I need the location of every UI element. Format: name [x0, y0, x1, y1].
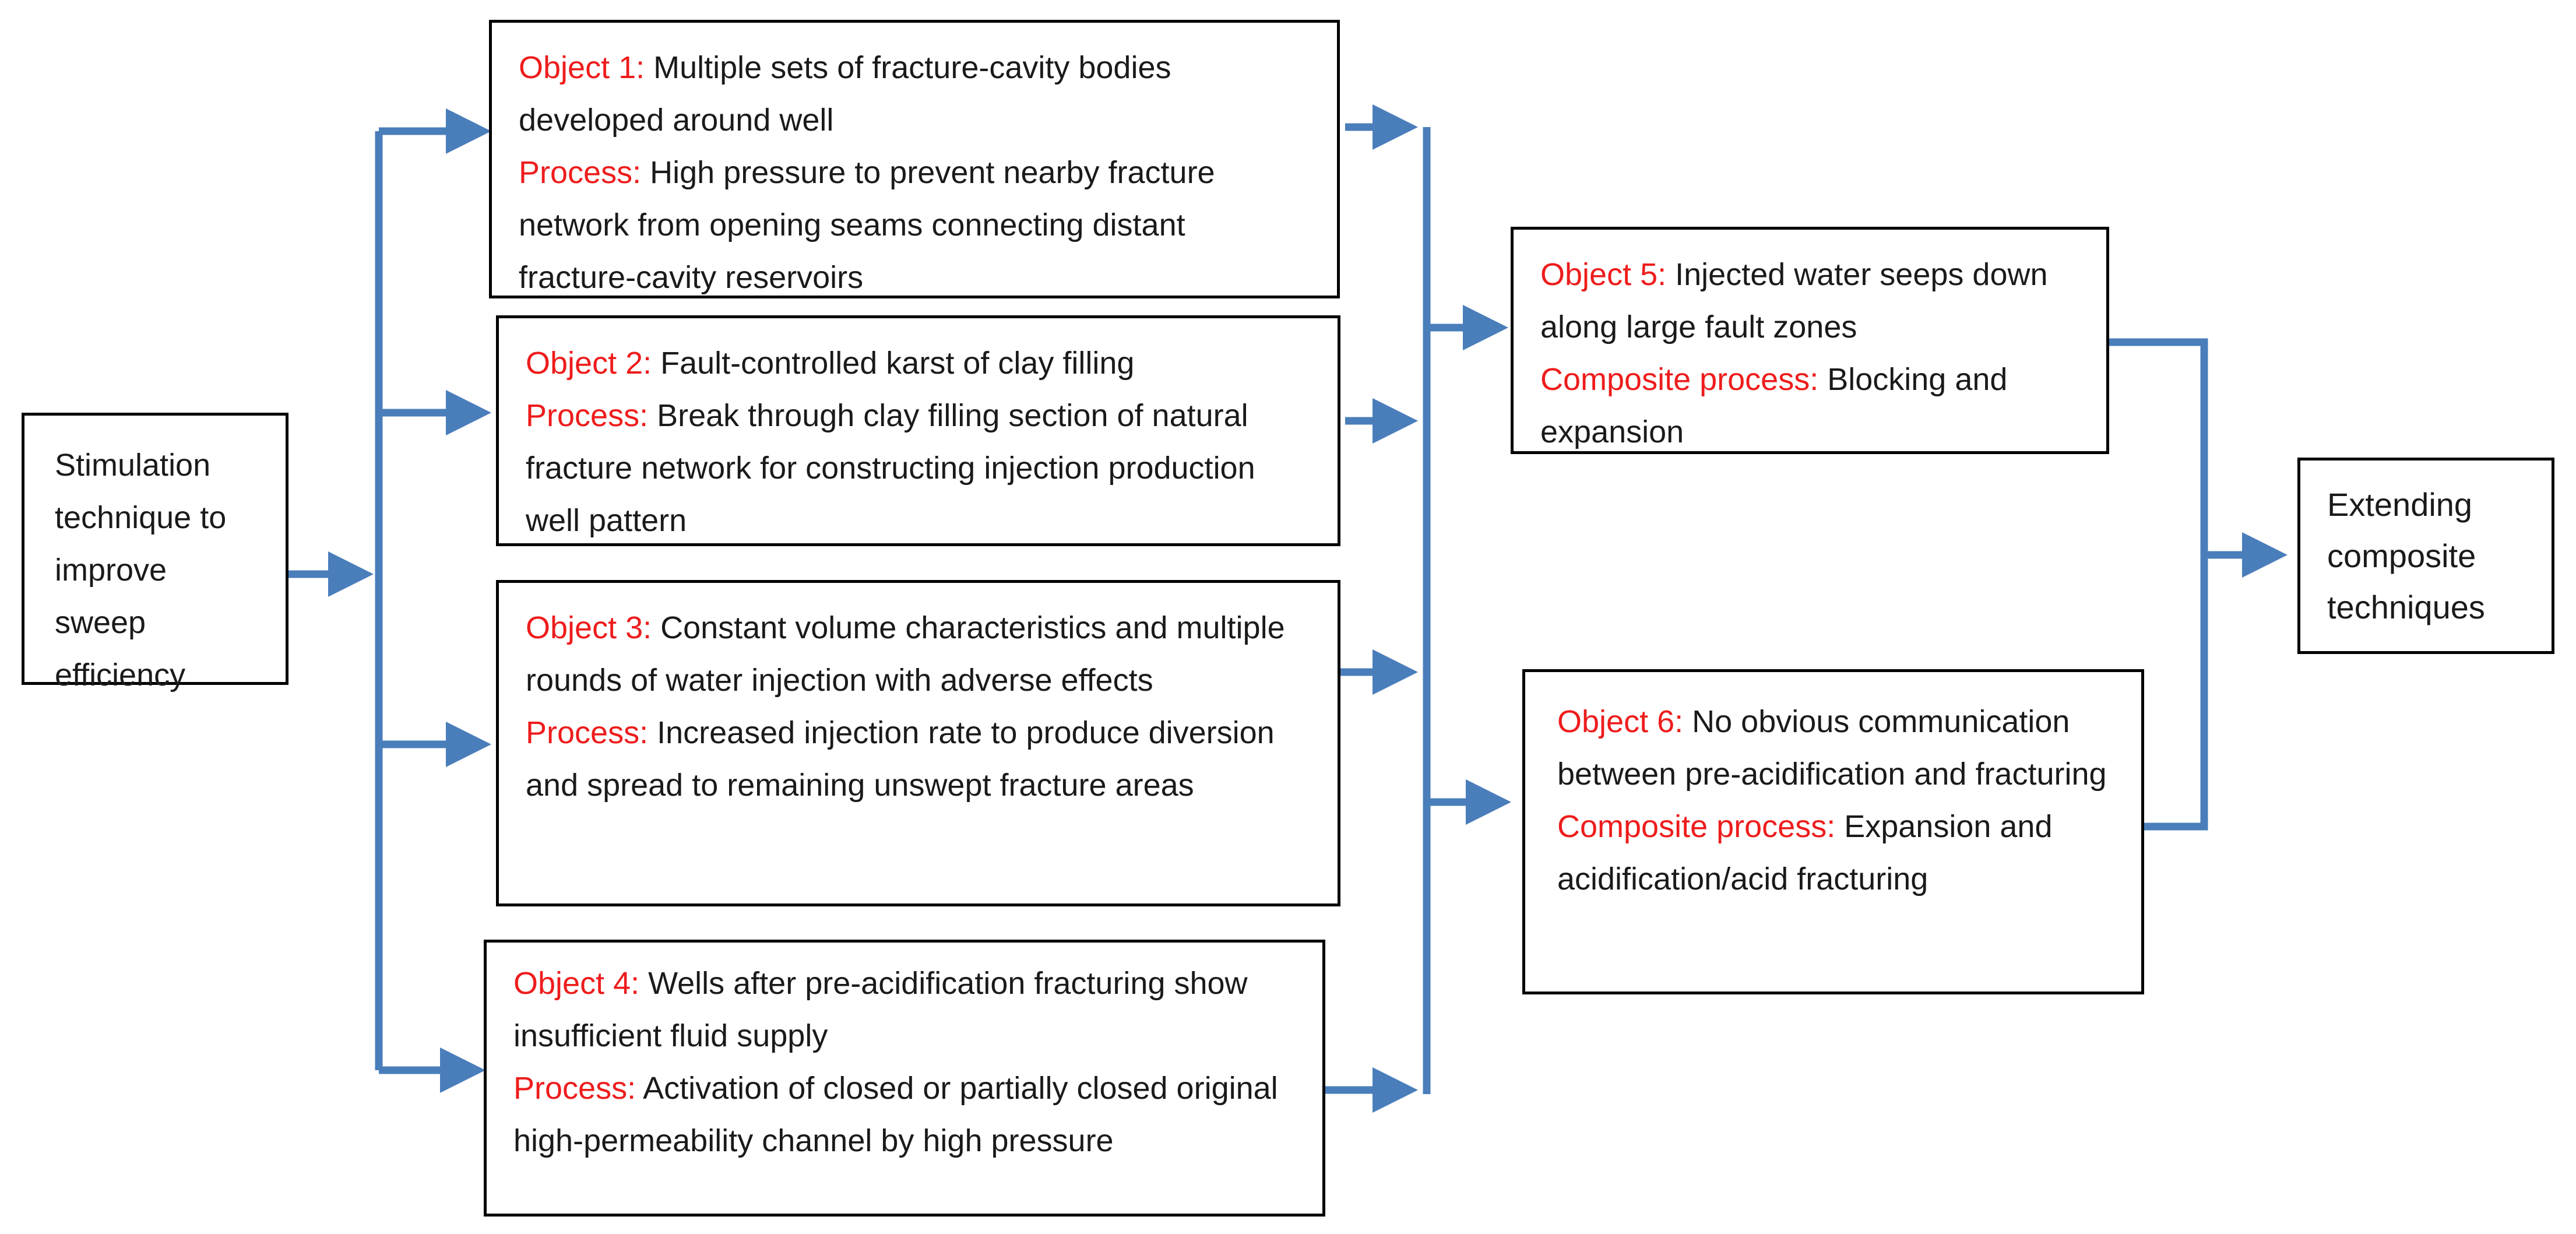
object-3-description: Object 3: Constant volume characteristic… — [526, 602, 1311, 706]
object-6-description: Object 6: No obvious communication betwe… — [1557, 695, 2109, 800]
end-box: Extending composite techniques — [2297, 458, 2554, 654]
object-2-text: Fault-controlled karst of clay filling — [660, 346, 1135, 381]
object-5-label: Object 5: — [1540, 257, 1667, 292]
object-5-description: Object 5: Injected water seeps down alon… — [1540, 248, 2079, 353]
object-1-text: Multiple sets of fracture-cavity bodies … — [519, 50, 1171, 138]
object-2-process: Process: Break through clay filling sect… — [526, 389, 1311, 547]
object-2-box: Object 2: Fault-controlled karst of clay… — [496, 315, 1340, 546]
object-3-label: Object 3: — [526, 610, 652, 645]
start-box: Stimulation technique to improve sweep e… — [22, 413, 288, 692]
object-5-text: Injected water seeps down along large fa… — [1540, 257, 2048, 344]
object-4-process-text: Activation of closed or partially closed… — [513, 1071, 1278, 1158]
object-4-description: Object 4: Wells after pre-acidification … — [513, 957, 1296, 1062]
object-4-process: Process: Activation of closed or partial… — [513, 1062, 1296, 1167]
object-1-process: Process: High pressure to prevent nearby… — [519, 146, 1310, 304]
object-3-box: Object 3: Constant volume characteristic… — [496, 580, 1340, 906]
object-3-process-text: Increased injection rate to produce dive… — [526, 715, 1275, 803]
object-2-process-text: Break through clay filling section of na… — [526, 398, 1255, 538]
object-5-process: Composite process: Blocking and expansio… — [1540, 353, 2079, 458]
object-2-label: Object 2: — [526, 346, 652, 381]
object-6-process: Composite process: Expansion and acidifi… — [1557, 800, 2109, 905]
object-3-process: Process: Increased injection rate to pro… — [526, 706, 1311, 811]
object-1-label: Object 1: — [519, 50, 645, 85]
object-5-process-text: Blocking and expansion — [1540, 362, 2008, 449]
object-6-label: Object 6: — [1557, 704, 1684, 739]
object-3-process-label: Process: — [526, 715, 649, 750]
start-box-text: Stimulation technique to improve sweep e… — [55, 448, 227, 692]
connector-object-6-to-final — [2144, 555, 2208, 831]
object-6-process-label: Composite process: — [1557, 809, 1836, 844]
object-2-description: Object 2: Fault-controlled karst of clay… — [526, 337, 1311, 389]
object-6-process-text: Expansion and acidification/acid fractur… — [1557, 809, 2053, 897]
object-6-text: No obvious communication between pre-aci… — [1557, 704, 2107, 792]
object-1-process-label: Process: — [519, 155, 642, 190]
object-1-description: Object 1: Multiple sets of fracture-cavi… — [519, 41, 1310, 146]
object-3-text: Constant volume characteristics and mult… — [526, 610, 1285, 698]
object-4-process-label: Process: — [513, 1071, 636, 1106]
object-4-label: Object 4: — [513, 966, 640, 1001]
object-5-process-label: Composite process: — [1540, 362, 1819, 397]
object-6-box: Object 6: No obvious communication betwe… — [1522, 669, 2144, 994]
object-1-process-text: High pressure to prevent nearby fracture… — [519, 155, 1215, 295]
object-4-text: Wells after pre-acidification fracturing… — [513, 966, 1248, 1053]
object-4-box: Object 4: Wells after pre-acidification … — [484, 940, 1325, 1217]
end-box-text: Extending composite techniques — [2327, 486, 2485, 625]
object-2-process-label: Process: — [526, 398, 649, 433]
object-1-box: Object 1: Multiple sets of fracture-cavi… — [489, 20, 1340, 298]
connector-object-5-to-final — [2109, 338, 2208, 555]
object-5-box: Object 5: Injected water seeps down alon… — [1511, 227, 2109, 454]
